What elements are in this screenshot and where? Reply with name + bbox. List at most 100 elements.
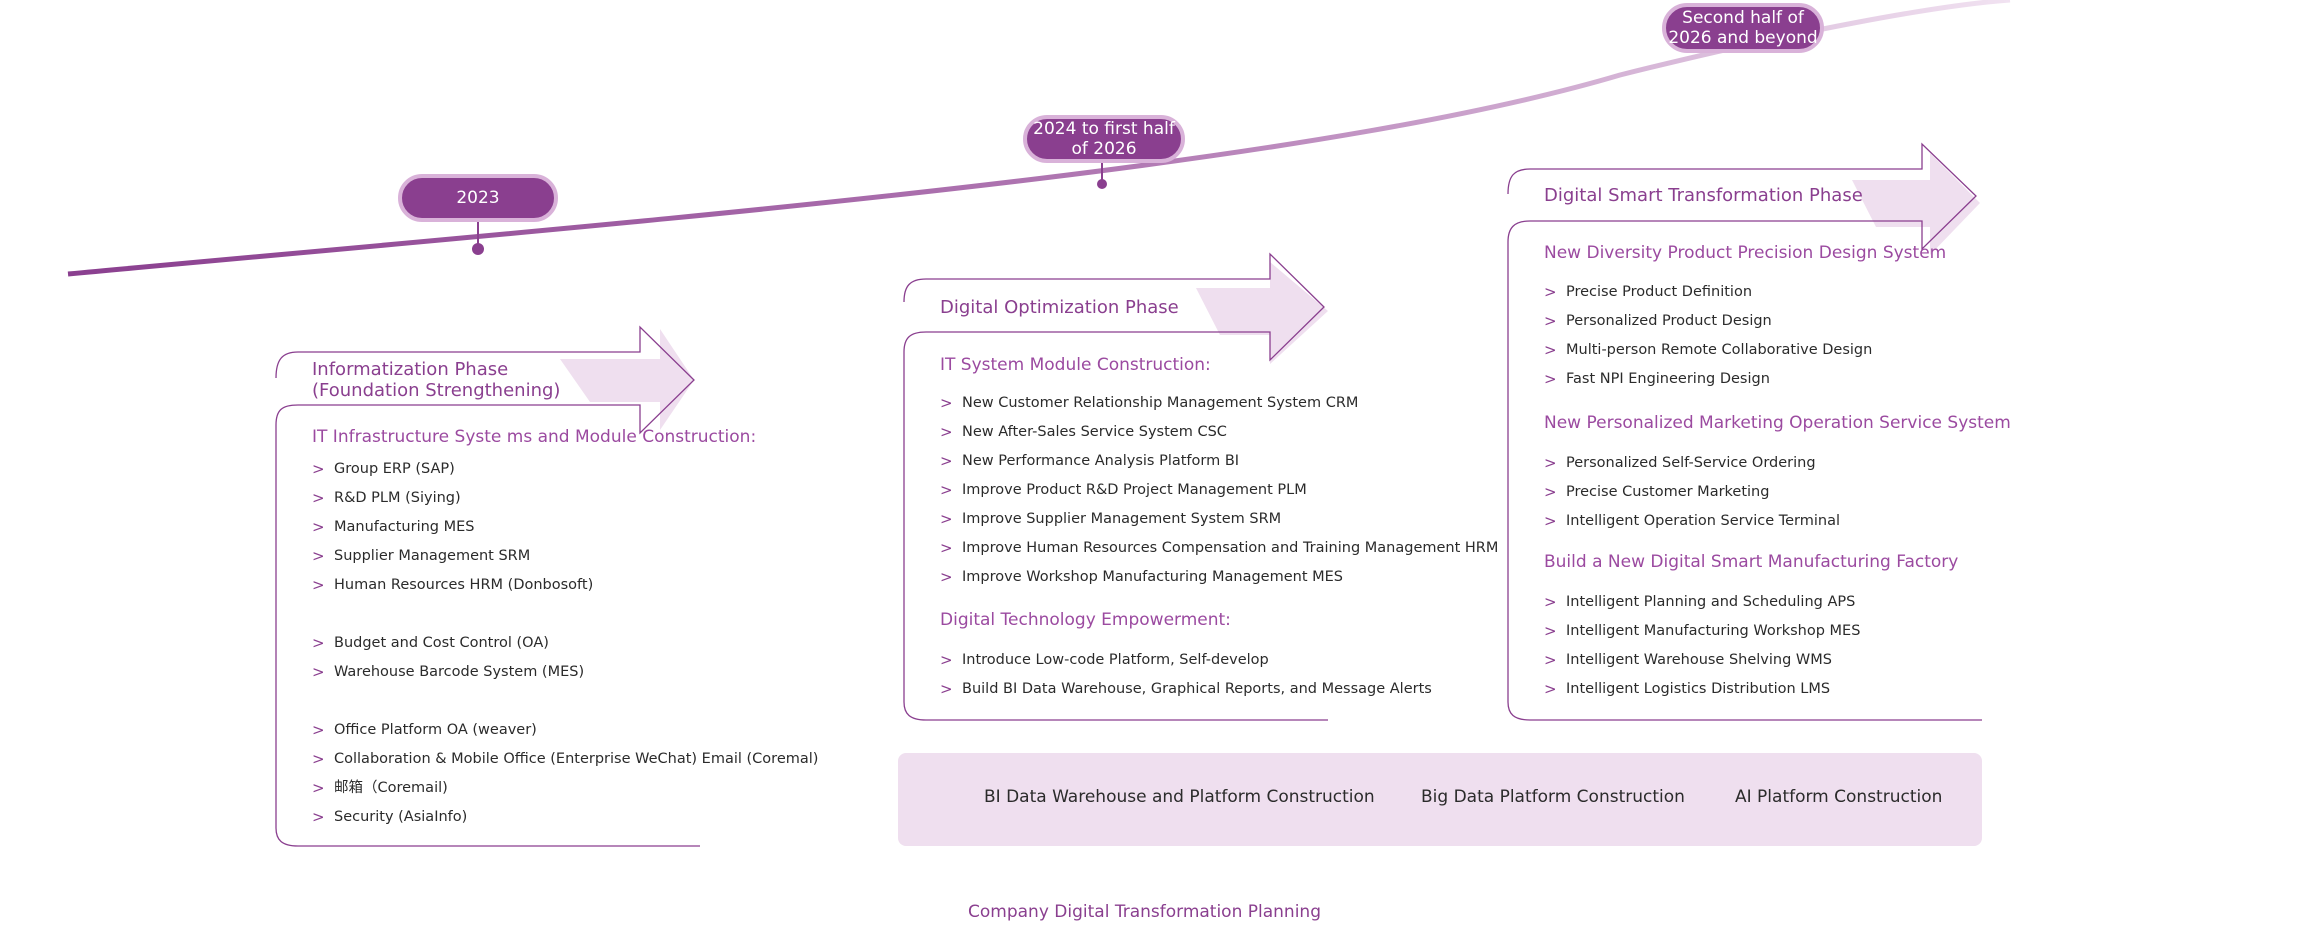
list-item: > Precise Product Definition	[1544, 278, 1872, 307]
list-item: > R&D PLM (Siying)	[312, 484, 818, 513]
list-item-label: Office Platform OA (weaver)	[334, 722, 537, 738]
list-item-label: Supplier Management SRM	[334, 548, 531, 564]
chevron-right-icon: >	[312, 489, 325, 507]
chevron-right-icon: >	[1544, 622, 1557, 640]
list-item-label: Intelligent Manufacturing Workshop MES	[1566, 623, 1861, 639]
list-item-label: 邮箱（Coremail)	[334, 780, 448, 796]
chevron-right-icon: >	[1544, 593, 1557, 611]
chevron-right-icon: >	[1544, 651, 1557, 669]
platform-bi: BI Data Warehouse and Platform Construct…	[984, 787, 1375, 807]
list-item-label: Intelligent Planning and Scheduling APS	[1566, 594, 1856, 610]
timeline-curve	[67, 0, 2011, 277]
list-item: >Manufacturing MES	[312, 513, 818, 542]
milestone-2023: 2023	[398, 174, 558, 222]
list-item: > Personalized Self-Service Ordering	[1544, 449, 1840, 478]
phase-3-section-3-title: Build a New Digital Smart Manufacturing …	[1544, 552, 1959, 572]
list-item: > Improve Supplier Management System SRM	[940, 505, 1498, 534]
list-item-label: Precise Customer Marketing	[1566, 484, 1770, 500]
list-item-label: New Customer Relationship Management Sys…	[962, 395, 1359, 411]
chevron-right-icon: >	[940, 568, 953, 586]
chevron-right-icon: >	[940, 452, 953, 470]
list-item-label: Fast NPI Engineering Design	[1566, 371, 1770, 387]
phase-1-title-line-1: Informatization Phase	[312, 359, 509, 380]
list-item-label: Precise Product Definition	[1566, 284, 1753, 300]
list-item-label: Intelligent Logistics Distribution LMS	[1566, 681, 1831, 697]
group-spacer	[312, 600, 818, 629]
list-item-label: Budget and Cost Control (OA)	[334, 635, 549, 651]
phase-1-section-title: IT Infrastructure Syste ms and Module Co…	[312, 427, 757, 447]
chevron-right-icon: >	[1544, 483, 1557, 501]
chevron-right-icon: >	[312, 460, 325, 478]
phase-3-frame	[1507, 142, 1982, 721]
list-item-label: Intelligent Warehouse Shelving WMS	[1566, 652, 1832, 668]
chevron-right-icon: >	[312, 518, 325, 536]
list-item: > Office Platform OA (weaver)	[312, 716, 818, 745]
list-item: > New After-Sales Service System CSC	[940, 418, 1498, 447]
platform-band: BI Data Warehouse and Platform Construct…	[898, 753, 1982, 846]
chevron-right-icon: >	[1544, 454, 1557, 472]
chevron-right-icon: >	[940, 423, 953, 441]
list-item: > Human Resources HRM (Donbosoft)	[312, 571, 818, 600]
phase-2-section-2-list: >Introduce Low-code Platform, Self-devel…	[940, 646, 1432, 704]
list-item-label: Multi-person Remote Collaborative Design	[1566, 342, 1873, 358]
phase-3-section-1-list: > Precise Product Definition > Personalize…	[1544, 278, 1872, 394]
chevron-right-icon: >	[1544, 312, 1557, 330]
chevron-right-icon: >	[1544, 341, 1557, 359]
chevron-right-icon: >	[312, 547, 325, 565]
list-item-label: Human Resources HRM (Donbosoft)	[334, 577, 594, 593]
list-item: >New Customer Relationship Management Sy…	[940, 389, 1498, 418]
list-item-label: Personalized Product Design	[1566, 313, 1772, 329]
list-item-label: Build BI Data Warehouse, Graphical Repor…	[962, 681, 1432, 697]
list-item-label: Group ERP (SAP)	[334, 461, 455, 477]
phase-1-title: Informatization Phase (Foundation Streng…	[312, 359, 560, 401]
group-spacer	[312, 687, 818, 716]
phase-2-title: Digital Optimization Phase	[940, 297, 1179, 318]
list-item-label: Personalized Self-Service Ordering	[1566, 455, 1816, 471]
list-item: > Intelligent Warehouse Shelving WMS	[1544, 646, 1860, 675]
list-item-label: Warehouse Barcode System (MES)	[334, 664, 585, 680]
list-item: > New Performance Analysis Platform BI	[940, 447, 1498, 476]
list-item: > Improve Workshop Manufacturing Manageme…	[940, 563, 1498, 592]
list-item-label: Improve Supplier Management System SRM	[962, 511, 1282, 527]
chevron-right-icon: >	[312, 779, 325, 797]
list-item: > Security (AsiaInfo)	[312, 803, 818, 832]
chevron-right-icon: >	[312, 576, 325, 594]
phase-1-item-list: > Group ERP (SAP) > R&D PLM (Siying) >Manu…	[312, 455, 818, 832]
list-item: > Personalized Product Design	[1544, 307, 1872, 336]
chevron-right-icon: >	[312, 808, 325, 826]
list-item-label: New Performance Analysis Platform BI	[962, 453, 1240, 469]
list-item-label: Improve Workshop Manufacturing Managemen…	[962, 569, 1343, 585]
phase-2-title-line-1: Digital Optimization Phase	[940, 297, 1179, 318]
phase-2-section-1-title: IT System Module Construction:	[940, 355, 1211, 375]
chevron-right-icon: >	[1544, 680, 1557, 698]
list-item-label: Security (AsiaInfo)	[334, 809, 468, 825]
list-item: > Group ERP (SAP)	[312, 455, 818, 484]
list-item: > Fast NPI Engineering Design	[1544, 365, 1872, 394]
list-item: >Intelligent Operation Service Terminal	[1544, 507, 1840, 536]
milestone-2024-2026: 2024 to first half of 2026	[1023, 115, 1185, 163]
chevron-right-icon: >	[312, 634, 325, 652]
milestone-dot-1	[472, 243, 484, 255]
list-item-label: R&D PLM (Siying)	[334, 490, 461, 506]
phase-3-section-1-title: New Diversity Product Precision Design S…	[1544, 243, 1947, 263]
list-item: > Improve Product R&D Project Management …	[940, 476, 1498, 505]
chevron-right-icon: >	[940, 510, 953, 528]
chevron-right-icon: >	[1544, 370, 1557, 388]
footer-title: Company Digital Transformation Planning	[968, 902, 1321, 922]
list-item: >Improve Human Resources Compensation an…	[940, 534, 1498, 563]
phase-3-title-line-1: Digital Smart Transformation Phase	[1544, 185, 1863, 206]
list-item-label: New After-Sales Service System CSC	[962, 424, 1227, 440]
list-item: > Intelligent Logistics Distribution LMS	[1544, 675, 1860, 704]
chevron-right-icon: >	[1544, 283, 1557, 301]
chevron-right-icon: >	[312, 721, 325, 739]
phase-3-title: Digital Smart Transformation Phase	[1544, 185, 1863, 206]
phase-3-section-2-list: > Personalized Self-Service Ordering > Pre…	[1544, 449, 1840, 536]
list-item: > Intelligent Manufacturing Workshop MES	[1544, 617, 1860, 646]
list-item-label: Improve Product R&D Project Management P…	[962, 482, 1307, 498]
platform-ai: AI Platform Construction	[1735, 787, 1943, 807]
chevron-right-icon: >	[940, 481, 953, 499]
list-item: >Build BI Data Warehouse, Graphical Repo…	[940, 675, 1432, 704]
list-item-label: Introduce Low-code Platform, Self-develo…	[962, 652, 1269, 668]
list-item: >Collaboration & Mobile Office (Enterpri…	[312, 745, 818, 774]
